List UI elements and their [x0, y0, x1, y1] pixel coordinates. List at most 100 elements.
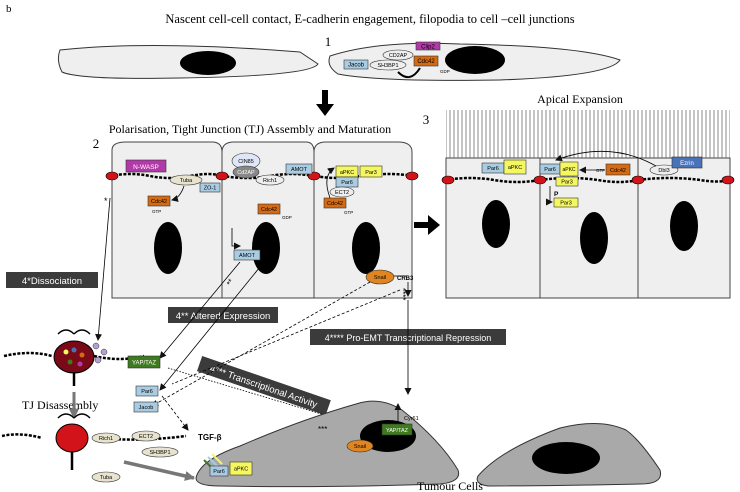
par6-label: Par6: [141, 389, 153, 395]
tight-junction-strand: [445, 176, 731, 184]
junction-dot: [533, 175, 547, 185]
transcriptional-asterisks: ***: [318, 425, 327, 434]
protein-dot: [71, 347, 77, 353]
par6-box: [209, 465, 229, 477]
jacob-label: Jacob: [139, 405, 154, 411]
ezrin-label: Ezrin: [680, 161, 694, 167]
junction-dot: [105, 171, 119, 181]
apkc-label: aPKC: [234, 467, 248, 473]
cdc42-box: [413, 55, 439, 67]
step2-title: Polarisation, Tight Junction (TJ) Assemb…: [109, 122, 391, 136]
snail-label: Snail: [374, 275, 386, 281]
cin85-label: CIN85: [238, 159, 254, 165]
transcriptional-activity-label-box: [196, 355, 331, 416]
apkc-label: aPKC: [508, 165, 522, 171]
jacob-box: [133, 401, 159, 413]
cdc42-label: Cdc42: [610, 168, 626, 174]
nwasp-label: N-WASP: [133, 164, 159, 171]
ect2-oval: [329, 186, 355, 198]
phospho-label: P: [554, 191, 559, 198]
cdc42-label: Cdc42: [151, 199, 167, 205]
tgfb-label: TGF-β: [198, 433, 222, 442]
tuba-oval: [91, 471, 121, 483]
right-cell-nucleus: [445, 46, 505, 74]
apkc-label: aPKC: [562, 167, 575, 173]
protein-dot: [79, 352, 85, 358]
altered-expression-label-box: [168, 307, 278, 323]
par6-label: Par6: [487, 166, 499, 172]
receptor-top: [57, 413, 91, 419]
amot-to-yap-arrow: [159, 261, 241, 359]
par3-box: [359, 165, 383, 178]
polarised-cell-3: [313, 141, 413, 299]
crb3-label: CRB3: [397, 276, 414, 282]
amot-to-par6-arrow: [159, 261, 265, 391]
amot-label: AMOT: [291, 167, 308, 173]
crb3-dashed-line: [171, 289, 401, 385]
par3-box: [555, 176, 579, 187]
step2-number: 2: [93, 136, 100, 151]
released-protein: [92, 342, 100, 350]
step1-section: Nascent cell-cell contact, E-cadherin en…: [57, 12, 621, 81]
dissociation-asterisk: *: [104, 196, 108, 206]
amot-box: [285, 163, 313, 175]
released-protein: [94, 356, 102, 364]
tumour-section: YAP/TAZ Snail Cyr61 *** Par6 aPKC Tumour…: [195, 400, 662, 492]
junction-dot: [405, 171, 419, 181]
jacob-box: [343, 59, 369, 70]
gtp-label: GTP: [596, 168, 605, 173]
par6-label: Par6: [213, 469, 225, 475]
dbl3-label: Dbl3: [658, 168, 669, 174]
down-arrow: [316, 90, 334, 116]
ezrin-box: [671, 156, 703, 169]
step3-section: Apical Expansion 3 Par6 aPKC Par6 aPKC P…: [423, 92, 735, 299]
gdp-label: GDP: [282, 215, 292, 220]
yaptaz-box: [381, 423, 413, 436]
rich1-label: Rich1: [99, 436, 113, 442]
cdc42-label: Cdc42: [417, 59, 435, 65]
receptor-top: [57, 329, 91, 335]
dissociation-label: 4*Dissociation: [22, 276, 82, 287]
cdc42-box: [323, 197, 347, 209]
cd2ap-label: Cd2AP: [237, 170, 255, 176]
par3-box: [553, 197, 579, 208]
jacob-label: Jacob: [348, 63, 365, 69]
nwasp-box: [125, 159, 167, 173]
rich1-label: Rich1: [263, 178, 277, 184]
emt-arrow: [123, 460, 195, 481]
tj-disassembly-title: TJ Disassembly: [22, 398, 98, 412]
protein-dot: [63, 349, 69, 355]
tumour-nucleus: [532, 442, 600, 474]
ect2-oval: [131, 430, 161, 442]
cdc42-label: Cdc42: [327, 201, 343, 207]
tuba-label: Tuba: [100, 475, 113, 481]
par3-label: Par3: [560, 201, 572, 207]
ect2-label: ECT2: [335, 190, 349, 196]
gtp-label: GTP: [152, 209, 161, 214]
amot-arrow: [231, 228, 241, 250]
snail-oval: [365, 269, 395, 285]
apical-microvilli: [446, 110, 730, 158]
nucleus: [154, 222, 182, 274]
nucleus: [580, 212, 608, 264]
sh3bp1-oval: [141, 446, 179, 458]
step3-title: Apical Expansion: [537, 92, 623, 106]
nucleus: [352, 222, 380, 274]
transcriptional-activity-label: 4*** Transcriptional Activity: [208, 363, 319, 410]
disassembly-section: YAP/TAZ Par6 Jacob TJ Disassembly Rich1 …: [1, 329, 222, 483]
apkc-box: [559, 161, 579, 177]
released-protein: [100, 348, 108, 356]
yaptaz-label: YAP/TAZ: [132, 361, 156, 367]
cdc42-label: Cdc42: [261, 207, 277, 213]
nucleus: [670, 201, 698, 251]
par3-label: Par3: [561, 180, 573, 186]
junction-dot: [215, 171, 229, 181]
cd2ap-label: CD2AP: [389, 53, 408, 59]
dbl3-oval: [649, 164, 679, 176]
altered-expression-asterisks: **: [225, 277, 236, 287]
cd2ap-oval: [382, 49, 414, 61]
protein-dot: [77, 361, 83, 367]
amot-box: [233, 249, 261, 261]
junction-dot: [721, 175, 735, 185]
snail-label: Snail: [354, 444, 366, 450]
